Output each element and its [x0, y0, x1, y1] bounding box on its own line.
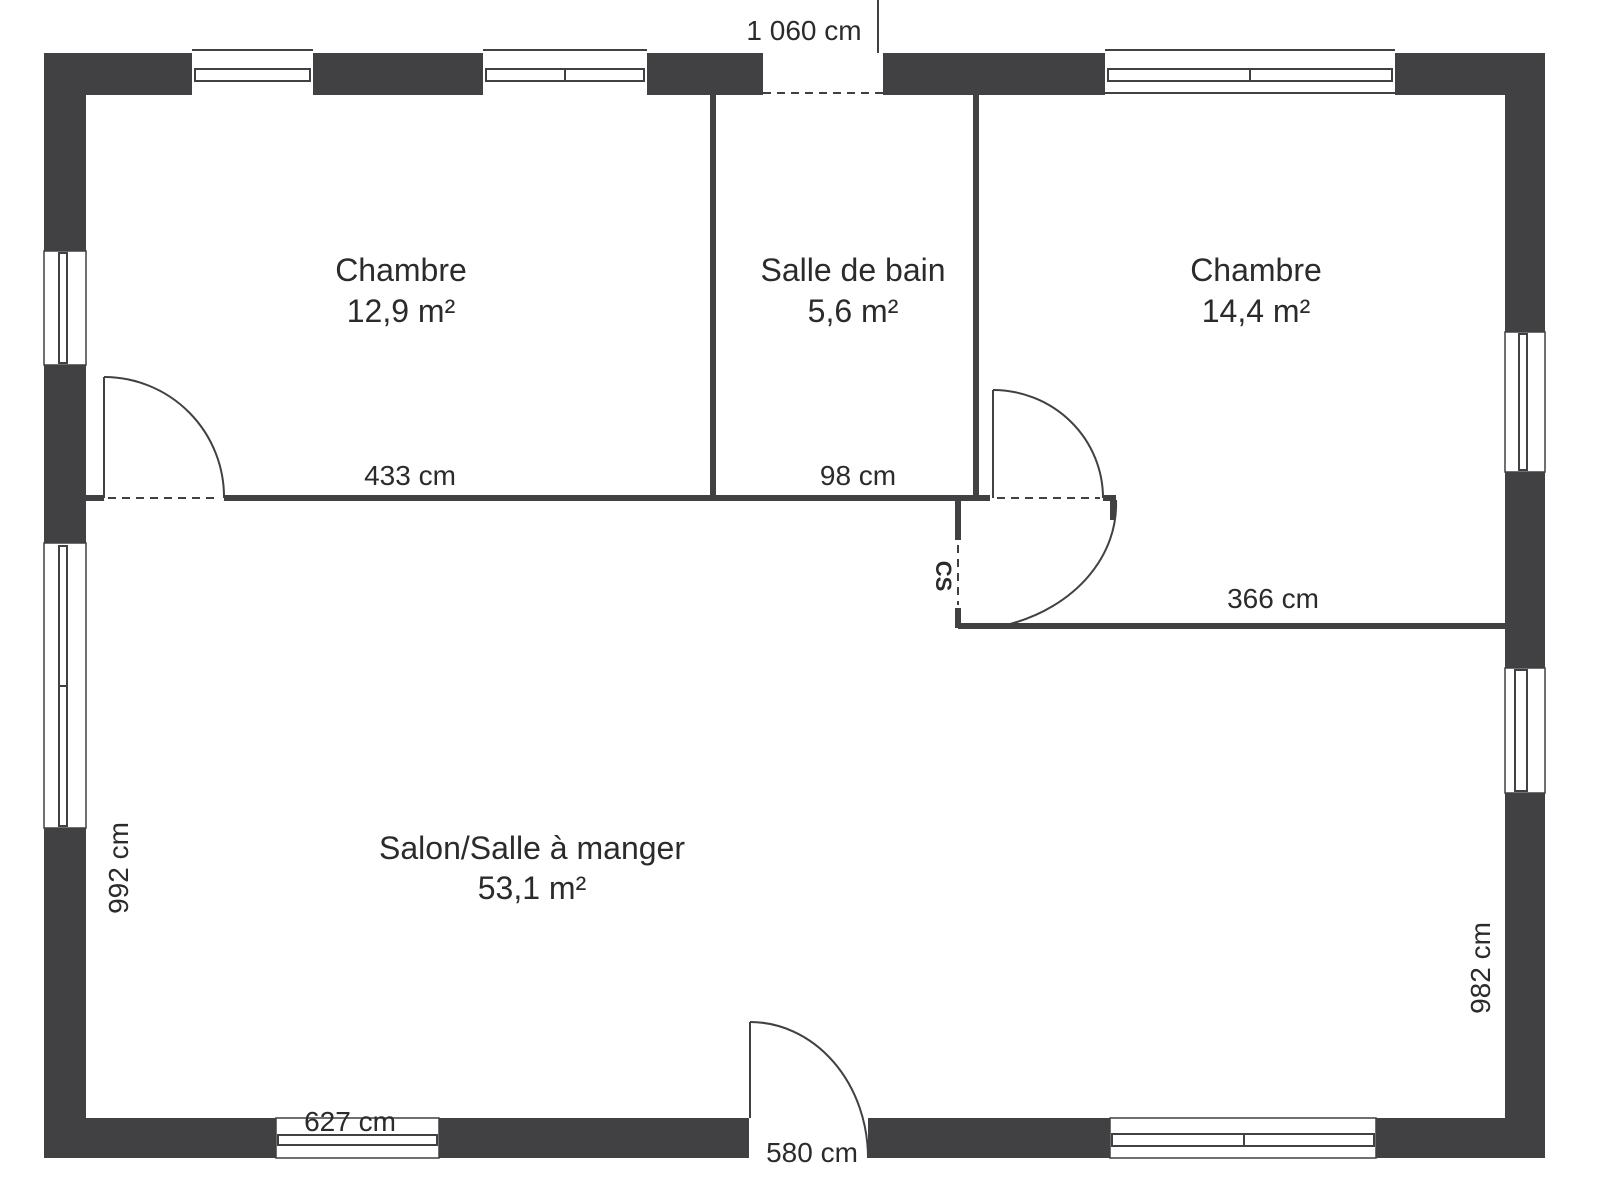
- room-area-living: 53,1 m²: [478, 870, 587, 906]
- window-left-1: [43, 250, 87, 366]
- dim-bathroom-width: 98 cm: [820, 460, 896, 491]
- room-area-bedroom-left: 12,9 m²: [347, 293, 456, 329]
- window-bottom-2: [1109, 1117, 1377, 1159]
- dim-bottom-door: 580 cm: [766, 1137, 858, 1168]
- wall-bottom-2: [439, 1118, 749, 1158]
- wall-bottom-4: [1376, 1118, 1545, 1158]
- dim-left-height: 992 cm: [103, 822, 134, 914]
- room-area-bathroom: 5,6 m²: [808, 293, 899, 329]
- window-right-2: [1504, 667, 1546, 794]
- wall-left-1: [44, 53, 86, 251]
- wall-left-2: [44, 365, 86, 543]
- window-left-2: [43, 542, 87, 829]
- room-name-bedroom-left: Chambre: [335, 252, 467, 288]
- wall-right-3: [1505, 793, 1545, 1158]
- window-right-1: [1504, 331, 1546, 473]
- wall-top-4: [883, 53, 1105, 95]
- door-bedroom-right: [992, 389, 1104, 499]
- dim-top-overall: 1 060 cm: [746, 15, 861, 46]
- wall-bottom-1: [44, 1118, 276, 1158]
- wall-right-2: [1505, 472, 1545, 668]
- wall-bottom-3: [868, 1118, 1110, 1158]
- window-top-3: [1105, 49, 1395, 94]
- room-area-bedroom-right: 14,4 m²: [1202, 293, 1311, 329]
- room-name-bathroom: Salle de bain: [760, 252, 945, 288]
- room-labels: Chambre 12,9 m² Salle de bain 5,6 m² Cha…: [335, 252, 1322, 906]
- dim-right-height: 982 cm: [1465, 922, 1496, 1014]
- closet-label: CS: [931, 561, 956, 592]
- window-top-1: [192, 49, 313, 82]
- interior-walls: [86, 95, 1505, 629]
- window-bottom-1: [275, 1117, 440, 1159]
- windows: [43, 49, 1546, 1159]
- wall-top-2: [313, 53, 483, 95]
- wall-top-3: [647, 53, 763, 95]
- door-closet: [1009, 499, 1118, 625]
- room-name-living: Salon/Salle à manger: [379, 830, 685, 866]
- wall-left-3: [44, 828, 86, 1158]
- outer-walls: [44, 53, 1545, 1158]
- doors: [103, 376, 1118, 1159]
- dim-bedroom-right-width: 366 cm: [1227, 583, 1319, 614]
- door-entrance: [749, 1021, 869, 1159]
- wall-right-1: [1505, 53, 1545, 332]
- door-bedroom-left: [103, 376, 226, 499]
- window-top-2: [483, 49, 647, 82]
- room-name-bedroom-right: Chambre: [1190, 252, 1322, 288]
- dimension-labels: 1 060 cm 433 cm 98 cm 366 cm 992 cm 982 …: [103, 15, 1496, 1168]
- dim-bottom-left: 627 cm: [304, 1106, 396, 1137]
- dim-bedroom-left-width: 433 cm: [364, 460, 456, 491]
